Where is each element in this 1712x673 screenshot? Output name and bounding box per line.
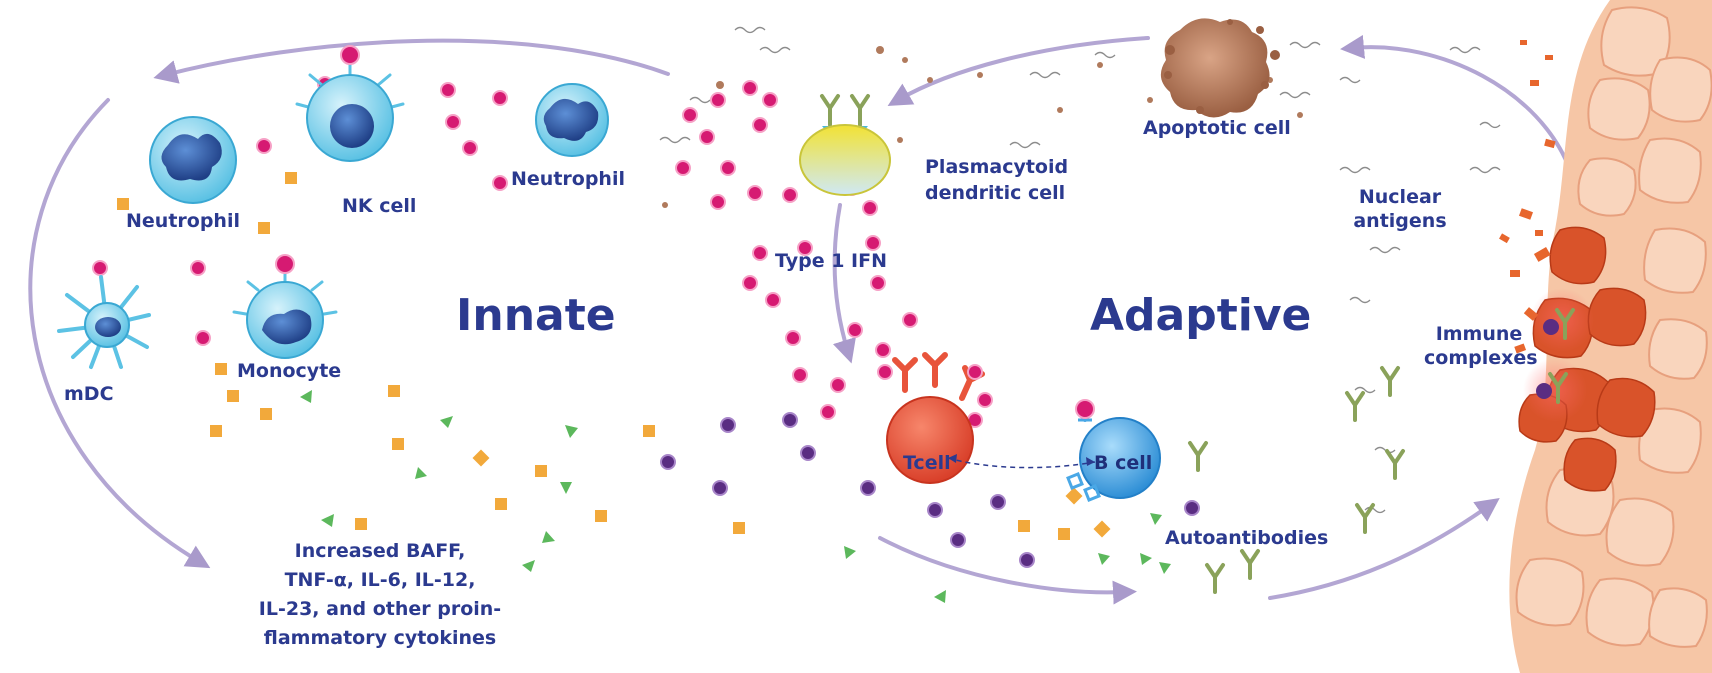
arrow-tissue-to-apoptotic: [1340, 34, 1572, 172]
cytokines-line2: TNF-α, IL-6, IL-12,: [284, 569, 476, 591]
cycle-arrows: [28, 34, 1572, 605]
arrow-autoab-to-tissue: [1268, 498, 1500, 600]
immune-complexes-graphic: [1523, 288, 1594, 422]
autoantibodies-label: Autoantibodies: [1165, 527, 1329, 549]
nuclear-antigens-line2: antigens: [1353, 210, 1447, 232]
plasmacytoid-dendritic-cell: [799, 94, 891, 196]
mdc-label: mDC: [64, 383, 114, 405]
cytokine-triangles: [300, 390, 1171, 603]
nk-cell-label: NK cell: [342, 195, 417, 217]
apoptotic-cell-label: Apoptotic cell: [1143, 117, 1291, 139]
immune-complexes-line2: complexes: [1424, 347, 1538, 369]
t-cell: [886, 352, 985, 484]
arrow-left-loop: [28, 98, 211, 569]
neutrophil-left-cell: [149, 116, 237, 204]
debris: [662, 46, 1303, 208]
monocyte-label: Monocyte: [237, 360, 342, 382]
nk-cell: [295, 45, 405, 162]
cytokines-line1: Increased BAFF,: [294, 540, 466, 562]
cytokines-line4: flammatory cytokines: [263, 627, 497, 649]
tcell-bcell-arrowhead: [1086, 457, 1095, 466]
t-cell-label: Tcell: [903, 452, 951, 474]
nuclear-antigens-line1: Nuclear: [1358, 186, 1442, 208]
arrow-pdc-to-tcell: [832, 203, 856, 364]
neutrophil-right-label: Neutrophil: [511, 168, 625, 190]
tcell-bcell-interaction-arrow: [947, 457, 1096, 469]
cytokine-squares: [117, 172, 1111, 540]
b-cell-label: B cell: [1094, 452, 1153, 474]
apoptotic-cell: [1160, 18, 1280, 118]
arrow-top-left: [153, 38, 670, 84]
magenta-dots: [92, 76, 993, 428]
arrow-bottom-to-autoab: [878, 536, 1137, 605]
monocyte-cell: [232, 254, 338, 359]
arrow-apoptotic-to-pdc: [887, 36, 1150, 106]
type1-ifn-label: Type 1 IFN: [775, 250, 887, 272]
adaptive-heading: Adaptive: [1090, 290, 1312, 341]
innate-heading: Innate: [456, 290, 616, 341]
mdc-cell: [57, 275, 151, 369]
pdc-label-line2: dendritic cell: [925, 182, 1066, 204]
neutrophil-left-label: Neutrophil: [126, 210, 240, 232]
b-cell: [1066, 399, 1161, 502]
cytokines-line3: IL-23, and other proin-: [258, 598, 502, 620]
neutrophil-right-cell: [535, 83, 609, 157]
purple-dots: [660, 412, 1200, 568]
immune-complexes-line1: Immune: [1435, 323, 1523, 345]
nuclear-antigen-squiggles: [659, 26, 1501, 514]
tcell-bcell-arrowhead-back: [948, 454, 957, 463]
pdc-label-line1: Plasmacytoid: [925, 156, 1069, 178]
antibodies: [1188, 366, 1405, 594]
